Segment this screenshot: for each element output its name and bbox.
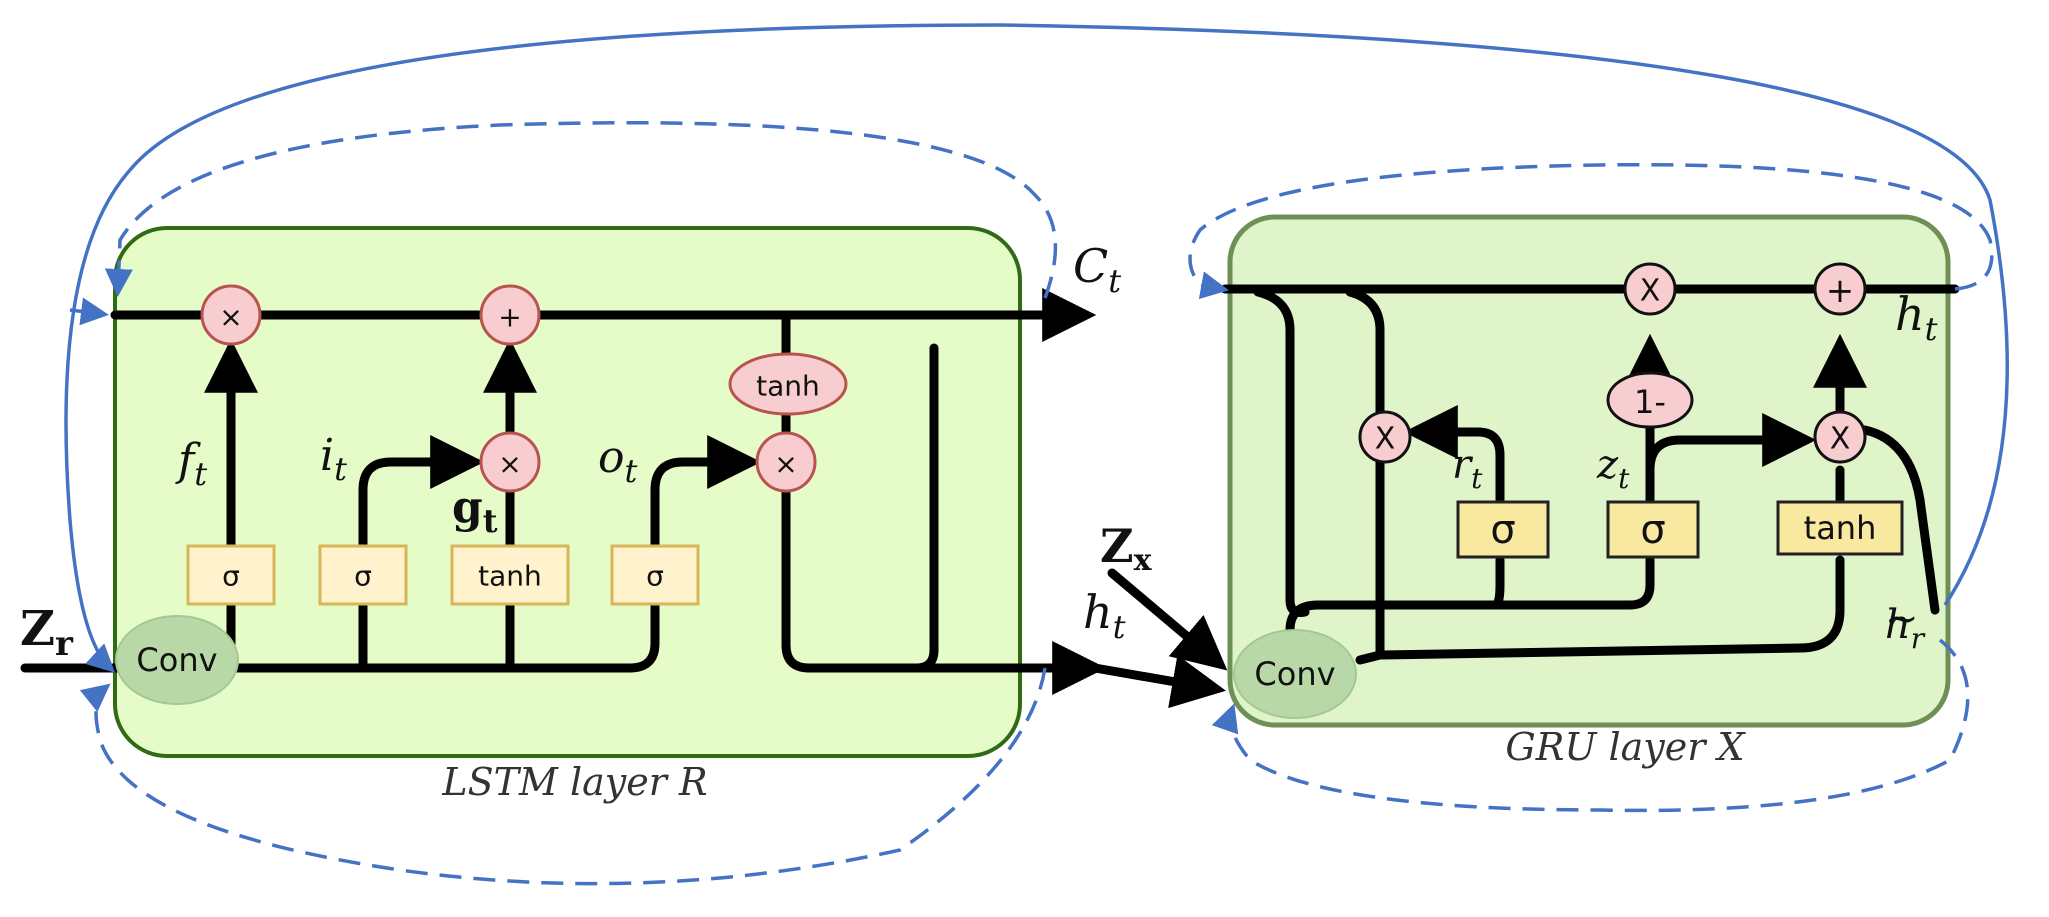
zx-input-arrow <box>1107 568 1228 671</box>
feedback-paths <box>64 23 2009 886</box>
gru-update-gate-label: σ <box>1640 507 1665 553</box>
label-hr-accent: ~ <box>1885 596 1919 642</box>
add-symbol: + <box>498 301 521 334</box>
input-wire <box>358 457 450 673</box>
gru-update-input <box>1313 555 1655 610</box>
tanh-cell-label: tanh <box>756 370 820 403</box>
gru-reset-gate: σ <box>1456 500 1550 559</box>
gru-mult-top-symbol: X <box>1640 274 1661 309</box>
label-r: rt <box>1452 442 1483 495</box>
output-mult-op: × <box>755 431 817 493</box>
forget-gate: σ <box>186 544 276 606</box>
gru-add-symbol: + <box>1826 271 1855 311</box>
output-gate-label: σ <box>646 560 664 593</box>
output-wire <box>625 457 727 673</box>
gru-conv-label: Conv <box>1254 655 1335 693</box>
label-lstm-h: ht <box>1083 585 1126 646</box>
gru-reset-mult-op: X <box>1358 410 1412 464</box>
gru-caption: GRU layer X <box>1505 725 1746 769</box>
output-gate: σ <box>610 544 700 606</box>
label-c: Ct <box>1073 239 1121 300</box>
candidate-gate: tanh <box>450 544 570 606</box>
gru-panel <box>1227 214 1951 728</box>
gru-candidate-gate-label: tanh <box>1804 509 1877 547</box>
forget-mult-op: × <box>200 284 262 346</box>
label-gru-h: ht <box>1895 287 1938 348</box>
gru-update-right <box>1645 435 1775 475</box>
input-mult-symbol: × <box>498 448 521 481</box>
gru-htilde-curve <box>1860 425 1940 615</box>
gru-reset-wire <box>1435 427 1505 505</box>
h-out-wire <box>781 477 1055 673</box>
label-g: gt <box>452 482 498 540</box>
input-gate: σ <box>318 544 408 606</box>
label-zr: Zr <box>20 601 74 664</box>
forget-mult-symbol: × <box>219 301 242 334</box>
candidate-gate-label: tanh <box>478 560 542 593</box>
gru-to-lstm-feedback <box>64 23 2009 673</box>
gru-wires <box>1090 284 1960 709</box>
lstm-caption: LSTM layer R <box>441 760 707 804</box>
gru-update-mult-symbol: X <box>1830 422 1851 457</box>
gru-one-minus-symbol: 1- <box>1634 383 1666 421</box>
gru-candidate-gate: tanh <box>1776 500 1904 556</box>
lstm-conv-label: Conv <box>136 641 217 679</box>
label-z: zt <box>1596 442 1630 495</box>
gru-h-drop-2 <box>1345 287 1385 660</box>
gru-one-minus-op: 1- <box>1606 371 1694 429</box>
gru-mult-top-op: X <box>1623 262 1677 316</box>
label-hr: hr <box>1885 602 1926 655</box>
label-o: ot <box>598 432 638 490</box>
input-gate-label: σ <box>354 560 372 593</box>
gru-conv-dashed-feedback <box>1211 638 1970 813</box>
label-i: it <box>320 430 347 488</box>
gru-update-mult-op: X <box>1813 410 1867 464</box>
gru-conv: Conv <box>1233 629 1357 719</box>
lstm-wires <box>20 288 1107 695</box>
h-feedback-wire <box>911 343 939 673</box>
label-zx: Zx <box>1100 519 1153 578</box>
gru-cand-input <box>1355 555 1845 665</box>
gru-add-op: + <box>1813 262 1867 316</box>
lstm-h-dashed-feedback <box>79 667 1047 886</box>
input-mult-op: × <box>479 431 541 493</box>
cell-feedback-in <box>69 297 109 326</box>
lstm-conv: Conv <box>115 615 239 705</box>
add-op: + <box>479 284 541 346</box>
gru-update-gate: σ <box>1606 500 1700 559</box>
lstm-h-to-gru-arrow <box>1090 654 1226 709</box>
forget-gate-label: σ <box>222 560 240 593</box>
gru-reset-mult-symbol: X <box>1375 422 1396 457</box>
lstm-cell-dashed-feedback <box>104 121 1058 299</box>
gru-h-dashed-feedback <box>1188 162 1994 300</box>
tanh-cell-op: tanh <box>728 352 848 416</box>
output-mult-symbol: × <box>774 448 797 481</box>
gru-reset-gate-label: σ <box>1490 507 1515 553</box>
